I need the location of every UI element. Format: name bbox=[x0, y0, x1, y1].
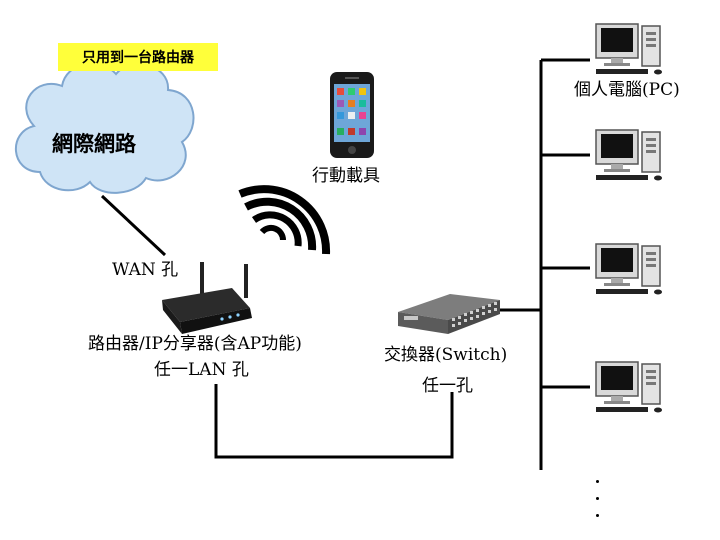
internet-label: 網際網路 bbox=[52, 132, 136, 156]
ellipsis-dot bbox=[596, 514, 599, 517]
router-icon bbox=[162, 262, 252, 334]
ellipsis-dot bbox=[596, 497, 599, 500]
smartphone-icon bbox=[330, 72, 374, 158]
pc-label: 個人電腦(PC) bbox=[574, 80, 680, 100]
router-switch-line bbox=[214, 384, 454, 459]
wan-line bbox=[100, 194, 167, 257]
switch-port-label: 任一孔 bbox=[422, 376, 473, 396]
pc-icon-3 bbox=[595, 243, 662, 295]
lan-port-label: 任一LAN 孔 bbox=[154, 360, 249, 380]
wifi-signal-icon bbox=[238, 185, 331, 255]
mobile-device-label: 行動載具 bbox=[312, 166, 380, 186]
switch-name-label: 交換器(Switch) bbox=[384, 345, 508, 365]
title-banner: 只用到一台路由器 bbox=[58, 43, 218, 71]
wan-port-label: WAN 孔 bbox=[112, 260, 179, 280]
router-name-label: 路由器/IP分享器(含AP功能) bbox=[88, 334, 302, 354]
internet-cloud-icon bbox=[15, 62, 195, 194]
pc-icon-2 bbox=[595, 129, 662, 181]
pc-icon-1 bbox=[595, 23, 662, 75]
network-switch-icon bbox=[398, 294, 500, 334]
pc-icon-4 bbox=[595, 361, 662, 413]
ellipsis-dot bbox=[596, 480, 599, 483]
